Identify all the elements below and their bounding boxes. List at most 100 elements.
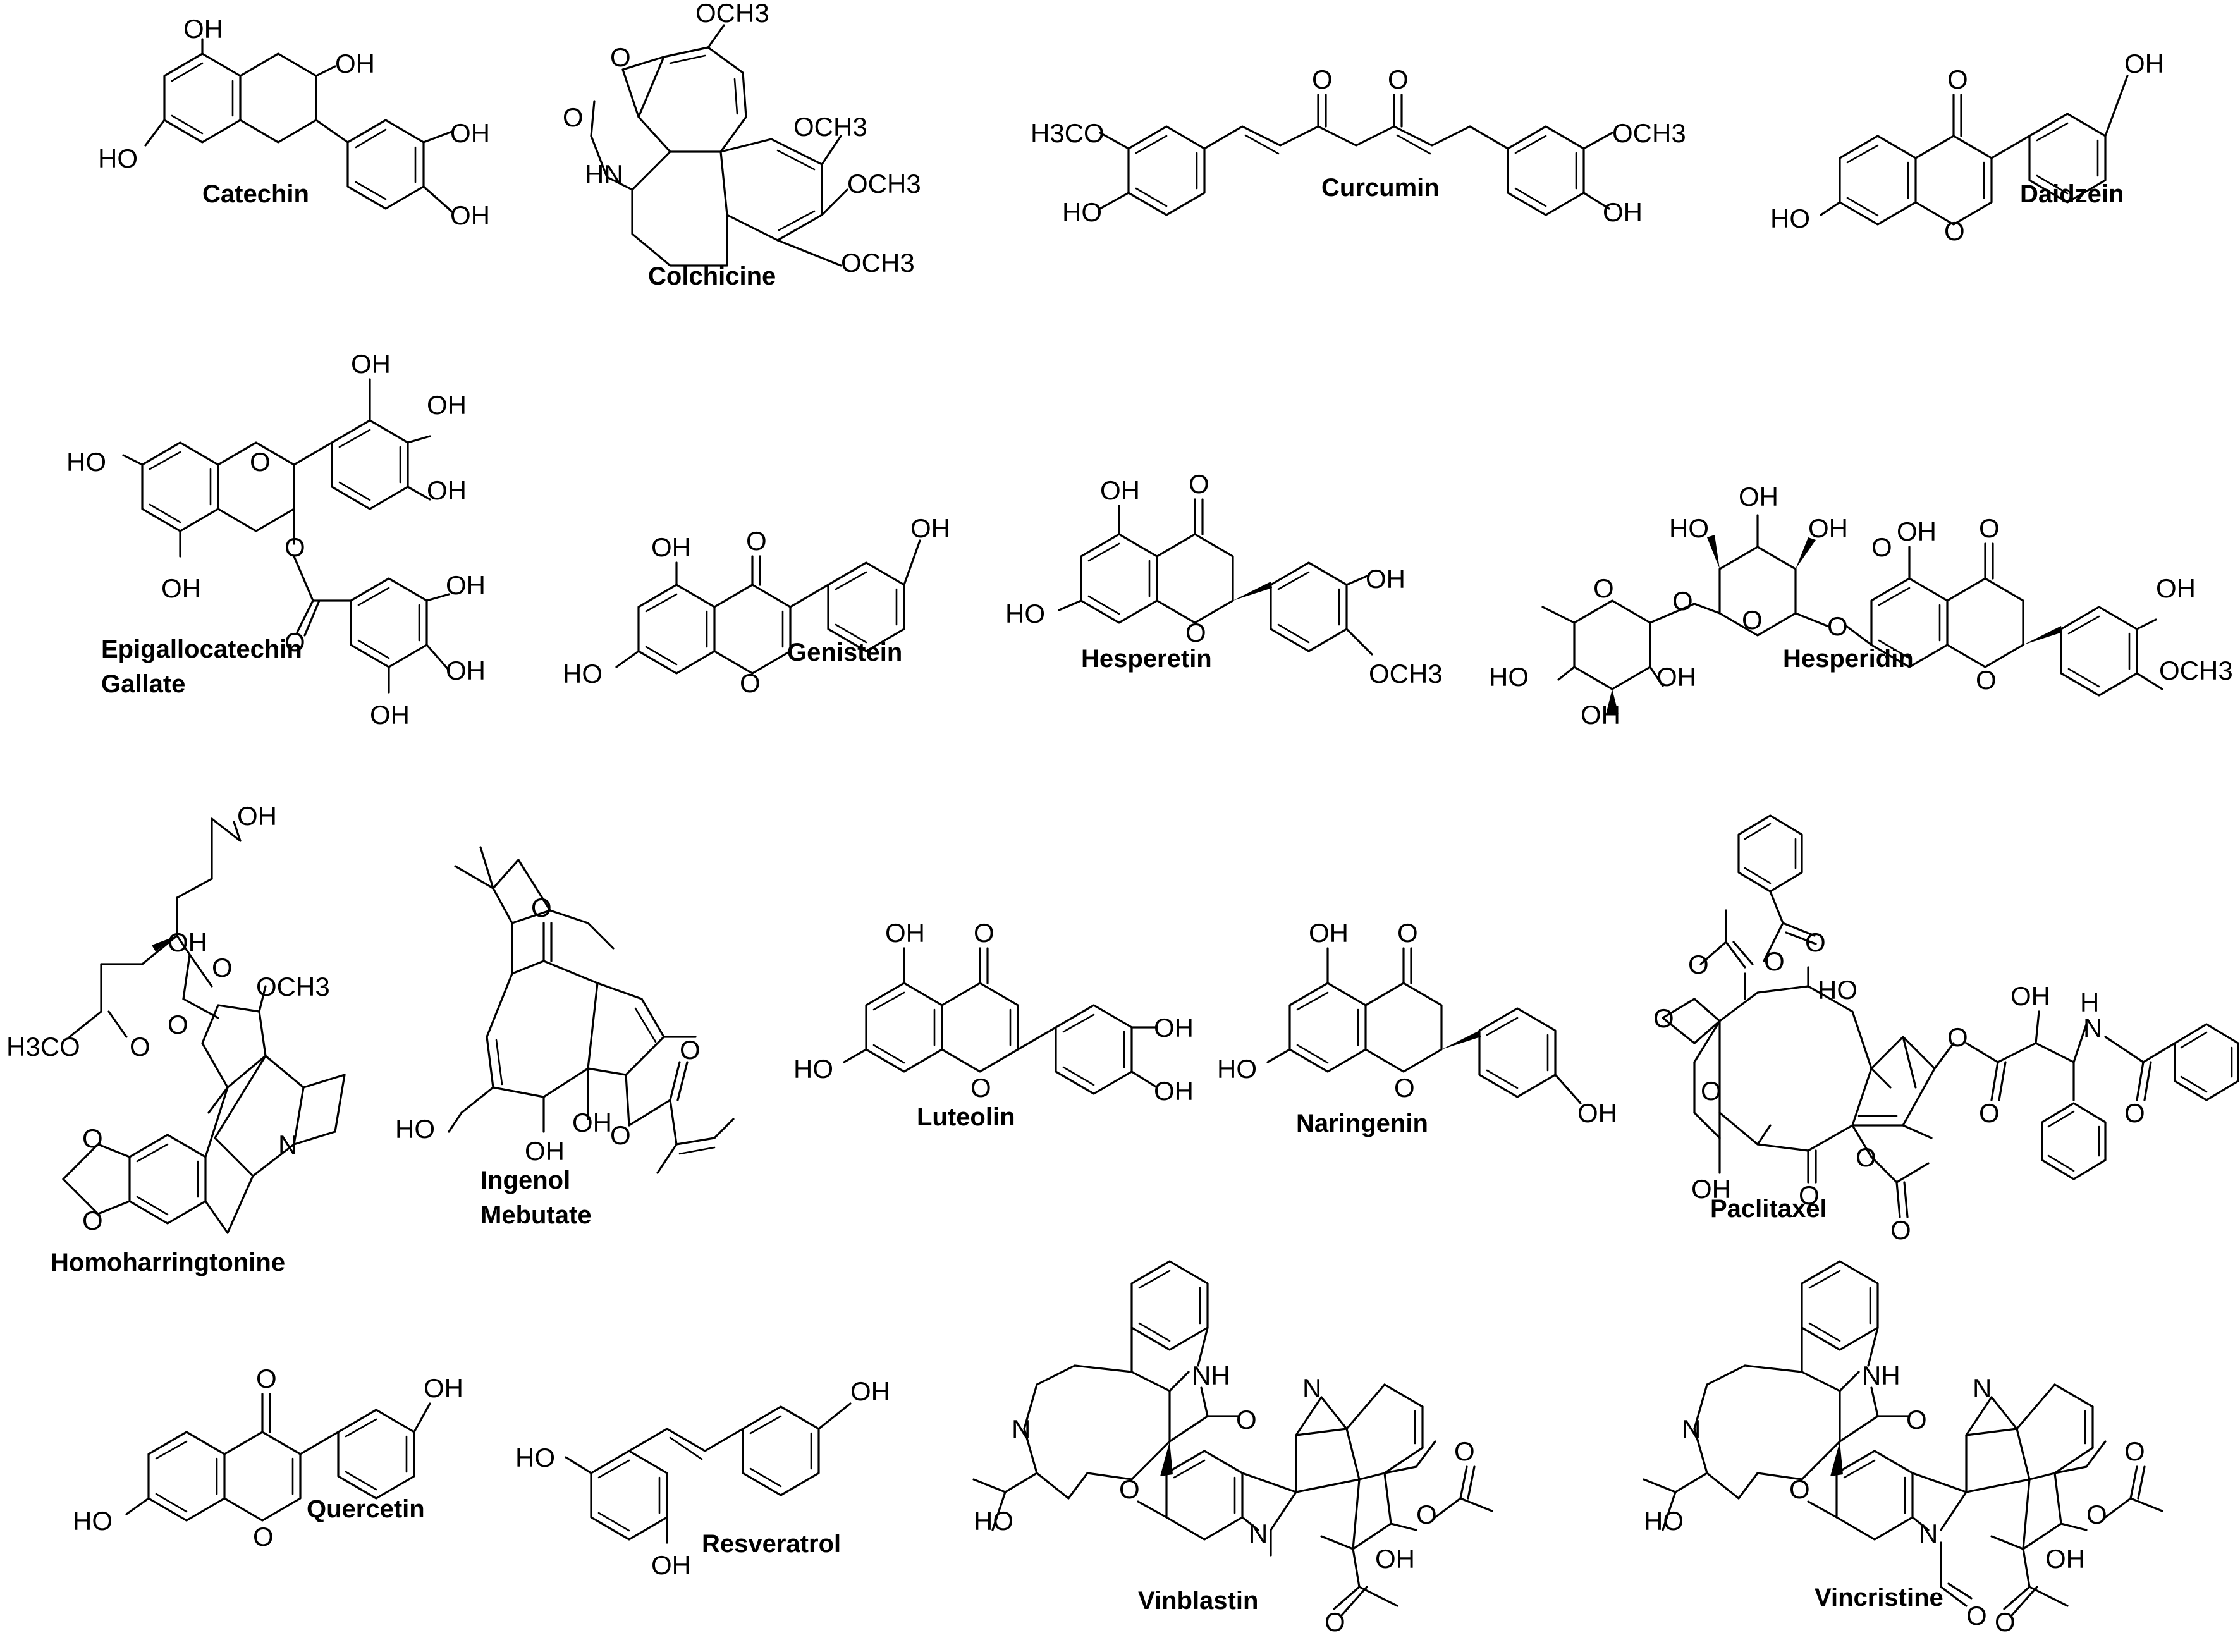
compound-name-hesperidin: Hesperidin — [1783, 645, 1914, 673]
vinblastin-label: N — [1302, 1373, 1321, 1403]
hesperidin-label: O — [1871, 532, 1892, 562]
ingenol-label: O — [680, 1035, 701, 1065]
vinblastin-label: O — [1119, 1474, 1140, 1504]
compound-name-vincristine: Vincristine — [1815, 1584, 1943, 1612]
hesperidin-label: O — [1976, 665, 1997, 695]
structure-paclitaxel: O O O HO OH O H N O OH O O O O O O Pacli… — [1653, 814, 2239, 1245]
catechin-label: HO — [98, 144, 138, 173]
paclitaxel-label: O — [1979, 1098, 2000, 1128]
curcumin-label: O — [1312, 64, 1333, 94]
compound-name-resveratrol: Resveratrol — [702, 1530, 841, 1558]
compound-name-hesperetin: Hesperetin — [1081, 645, 1212, 673]
colchicine-label: OCH3 — [847, 169, 921, 199]
genistein-label: O — [740, 668, 761, 698]
vinblastin-label: OH — [1375, 1544, 1415, 1574]
paclitaxel-label: O — [1947, 1022, 1968, 1052]
hesperidin-label: OH — [1808, 513, 1848, 543]
vincristine-label: N — [1973, 1373, 1992, 1403]
compound-name-curcumin: Curcumin — [1321, 174, 1440, 202]
structure-hesperetin: OH O HO O OH OCH3 Hesperetin — [1005, 469, 1443, 688]
homoharringtonine-label: O — [82, 1123, 103, 1153]
paclitaxel-label: H — [2080, 988, 2099, 1017]
vinblastin-label: O — [1325, 1607, 1345, 1637]
structure-curcumin: H3CO O O OCH3 HO OH Curcumin — [1031, 64, 1686, 227]
compound-name-homoharringtonine: Homoharringtonine — [51, 1249, 285, 1276]
paclitaxel-label: OH — [1691, 1174, 1731, 1204]
hesperidin-label: HO — [1669, 513, 1709, 543]
paclitaxel-label: OH — [2010, 981, 2050, 1011]
genistein-label: O — [746, 526, 767, 556]
quercetin-label: HO — [73, 1506, 113, 1536]
structure-egcg: OH OH OH HO O OH O O OH OH OH Epigalloca… — [66, 349, 486, 730]
structure-luteolin: OH O HO O OH OH Luteolin — [793, 918, 1194, 1131]
hesperetin-label: O — [1189, 469, 1209, 499]
compound-name-genistein: Genistein — [787, 639, 902, 666]
vincristine-label: O — [2086, 1500, 2107, 1529]
quercetin-label: O — [253, 1522, 274, 1551]
hesperidin-label: OH — [1739, 482, 1778, 511]
compound-name-quercetin: Quercetin — [307, 1495, 425, 1523]
homoharringtonine-label: O — [130, 1032, 150, 1062]
ingenol-label: HO — [395, 1114, 435, 1144]
curcumin-label: HO — [1062, 197, 1102, 227]
egcg-label: OH — [446, 656, 486, 685]
curcumin-label: H3CO — [1031, 118, 1105, 148]
colchicine-label: HN — [585, 159, 623, 189]
daidzein-label: HO — [1770, 204, 1810, 233]
paclitaxel-label: O — [2124, 1098, 2145, 1128]
compound-name-egcg: Epigallocatechin — [101, 635, 302, 663]
curcumin-label: OH — [1603, 197, 1643, 227]
paclitaxel-label: O — [1890, 1215, 1911, 1245]
structure-quercetin: O OH HO O Quercetin — [73, 1364, 463, 1551]
compound-name-colchicine: Colchicine — [648, 262, 776, 290]
vincristine-label: NH — [1862, 1361, 1900, 1390]
egcg-label: OH — [427, 475, 467, 505]
daidzein-label: OH — [2124, 49, 2164, 78]
structure-catechin: OH OH HO OH OH Catechin — [98, 14, 490, 230]
vinblastin-label: N — [1249, 1519, 1268, 1548]
hesperidin-label: OH — [1656, 662, 1696, 692]
hesperidin-label: O — [1827, 611, 1848, 641]
colchicine-label: OCH3 — [841, 248, 915, 278]
genistein-label: OH — [910, 513, 950, 543]
egcg-label: OH — [351, 349, 391, 379]
egcg-label: OH — [161, 573, 201, 603]
vinblastin-label: O — [1236, 1405, 1257, 1435]
ingenol-label: O — [610, 1120, 631, 1150]
structure-ingenol: O HO OH OH O O Ingenol Mebutate — [395, 846, 735, 1229]
homoharringtonine-label: O — [212, 953, 233, 982]
hesperidin-label: O — [1672, 586, 1693, 616]
hesperidin-label: O — [1593, 573, 1614, 603]
paclitaxel-label: O — [1799, 1180, 1820, 1210]
vincristine-label: OH — [2045, 1544, 2085, 1574]
egcg-label: OH — [446, 570, 486, 600]
hesperidin-label: O — [1979, 513, 2000, 543]
ingenol-label: OH — [572, 1108, 612, 1137]
paclitaxel-label: O — [1805, 927, 1826, 957]
egcg-label: OH — [427, 390, 467, 420]
compound-name-ingenol: Mebutate — [480, 1201, 592, 1229]
catechin-label: OH — [183, 14, 223, 44]
genistein-label: OH — [651, 532, 691, 562]
catechin-label: OH — [450, 200, 490, 230]
curcumin-label: OCH3 — [1612, 118, 1686, 148]
compound-name-egcg: Gallate — [101, 670, 185, 698]
luteolin-label: O — [970, 1073, 991, 1103]
structure-vincristine: NH N O HO N O O N OH O O O Vincristine — [1643, 1260, 2163, 1637]
naringenin-label: O — [1394, 1073, 1415, 1103]
homoharringtonine-label: O — [82, 1206, 103, 1235]
hesperidin-label: OH — [1581, 700, 1620, 730]
egcg-label: O — [250, 447, 271, 477]
luteolin-label: OH — [1154, 1013, 1194, 1043]
paclitaxel-label: O — [1764, 946, 1785, 976]
resveratrol-label: OH — [850, 1376, 890, 1406]
resveratrol-label: OH — [651, 1550, 691, 1580]
structure-daidzein: O OH HO O Daidzein — [1770, 49, 2164, 246]
luteolin-label: O — [974, 918, 995, 948]
egcg-label: O — [285, 532, 305, 562]
resveratrol-label: HO — [515, 1443, 555, 1472]
compound-name-naringenin: Naringenin — [1296, 1110, 1428, 1137]
homoharringtonine-label: N — [278, 1130, 297, 1159]
structure-vinblastin: NH N O HO N O O N OH O O Vinblastin — [972, 1260, 1493, 1637]
homoharringtonine-label: OH — [237, 801, 277, 831]
